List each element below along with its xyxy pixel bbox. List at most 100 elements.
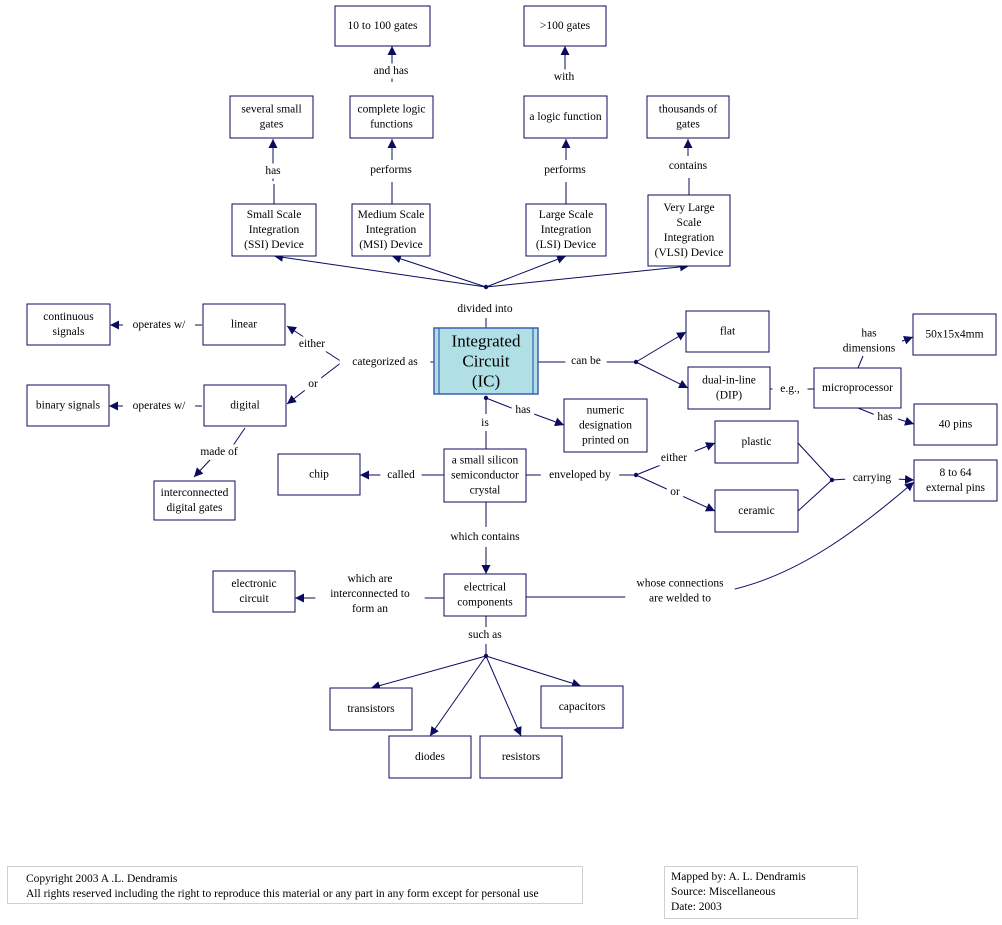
edge-12 [391, 254, 487, 288]
label-or-left: or [304, 376, 322, 392]
label-either-right: either [653, 450, 695, 466]
label-bg [439, 529, 531, 545]
node-transistors-line: transistors [347, 703, 395, 715]
node-g100: >100 gates [523, 5, 607, 47]
node-msi-line: (MSI) Device [359, 239, 423, 251]
label-contains: contains [661, 158, 715, 174]
node-flat-box [685, 310, 770, 353]
node-diodes: diodes [388, 735, 472, 779]
node-plastic: plastic [714, 420, 799, 464]
node-lsi-box [525, 203, 607, 257]
node-crystal-line: semiconductor [451, 470, 519, 482]
label-either_right-line: either [661, 452, 687, 464]
label-performs-lsi: performs [538, 162, 592, 178]
node-dip-box [687, 366, 771, 410]
label-bg [122, 317, 196, 333]
label-bg [845, 470, 899, 486]
node-numeric-line: designation [579, 420, 632, 432]
label-enveloped-by: enveloped by [540, 467, 620, 483]
node-dip: dual-in-line(DIP) [687, 366, 771, 410]
node-complete-box [349, 95, 434, 139]
label-eg-line: e.g., [780, 383, 800, 395]
node-digital: digital [203, 384, 287, 427]
node-numeric-box [563, 398, 648, 453]
node-lsi-line: Large Scale [539, 209, 593, 221]
node-ssi-box [231, 203, 317, 257]
node-extpins-line: 8 to 64 [940, 467, 972, 479]
node-digital-box [203, 384, 287, 427]
node-dims-line: 50x15x4mm [925, 329, 983, 341]
credits-box: Mapped by: A. L. Dendramis Source: Misce… [664, 866, 858, 919]
label-which-contains: which contains [439, 529, 531, 545]
node-capacitors-line: capacitors [559, 701, 606, 713]
node-pins40-line: 40 pins [939, 419, 973, 431]
node-g100-line: >100 gates [540, 20, 591, 32]
node-several-box [229, 95, 314, 139]
label-bg [873, 409, 897, 425]
node-diodes-line: diodes [415, 751, 446, 763]
junction-dot-0 [483, 284, 489, 290]
node-dims-box [912, 313, 997, 356]
node-g100-box [523, 5, 607, 47]
node-microprocessor: microprocessor [813, 367, 902, 409]
node-lsi-line: (LSI) Device [536, 239, 596, 251]
node-microprocessor-line: microprocessor [822, 382, 893, 394]
label-interconnected_form-line: which are [347, 573, 392, 585]
node-resistors-box [479, 735, 563, 779]
node-crystal-line: crystal [470, 485, 501, 497]
label-bg [364, 162, 418, 178]
node-vlsi-line: (VLSI) Device [655, 247, 724, 259]
label-or_left-line: or [308, 378, 318, 390]
node-capacitors: capacitors [540, 685, 624, 729]
mapped-by-text: Mapped by: A. L. Dendramis [671, 871, 806, 883]
label-bg [195, 444, 243, 460]
node-msi-box [351, 203, 431, 257]
node-plastic-box [714, 420, 799, 464]
edge-58 [485, 655, 522, 737]
label-has-pins: has [873, 409, 897, 425]
label-and_has-line: and has [374, 65, 409, 77]
node-flat-line: flat [720, 326, 736, 338]
node-lsi-line: Integration [541, 224, 592, 236]
node-msi-line: Medium Scale [358, 209, 425, 221]
node-crystal-box [443, 448, 527, 503]
label-bg [540, 467, 620, 483]
label-operates-linear: operates w/ [122, 317, 196, 333]
edge-47 [895, 475, 915, 484]
junction-dot-4 [829, 477, 835, 483]
label-is: is [476, 415, 494, 431]
label-has-numeric: has [511, 402, 535, 418]
node-linear-box [202, 303, 286, 346]
label-bg [511, 402, 535, 418]
label-bg [380, 467, 422, 483]
label-interconnected_form-line: form an [352, 603, 388, 615]
label-or-right: or [666, 484, 684, 500]
label-carrying-line: carrying [853, 472, 892, 484]
node-vlsi-line: Integration [664, 232, 715, 244]
node-pins40-box [913, 403, 998, 446]
node-transistors-box [329, 687, 413, 731]
label-with-line: with [554, 71, 575, 83]
node-interconnected-line: interconnected [161, 487, 229, 499]
label-bg [261, 163, 285, 179]
node-components-line: components [457, 597, 513, 609]
edge-welded-curve [725, 481, 915, 592]
label-operates-digital: operates w/ [122, 398, 196, 414]
node-ceramic-line: ceramic [738, 505, 774, 517]
label-called-line: called [387, 469, 415, 481]
copyright-box: Copyright 2003 A .L. Dendramis All right… [7, 866, 583, 904]
node-numeric-line: numeric [587, 405, 625, 417]
label-bg [549, 69, 579, 85]
node-logicfn-box [523, 95, 608, 139]
date-text: Date: 2003 [671, 901, 722, 913]
node-g10to100-line: 10 to 100 gates [348, 20, 418, 32]
label-bg [772, 381, 808, 397]
edge-57 [429, 655, 487, 737]
